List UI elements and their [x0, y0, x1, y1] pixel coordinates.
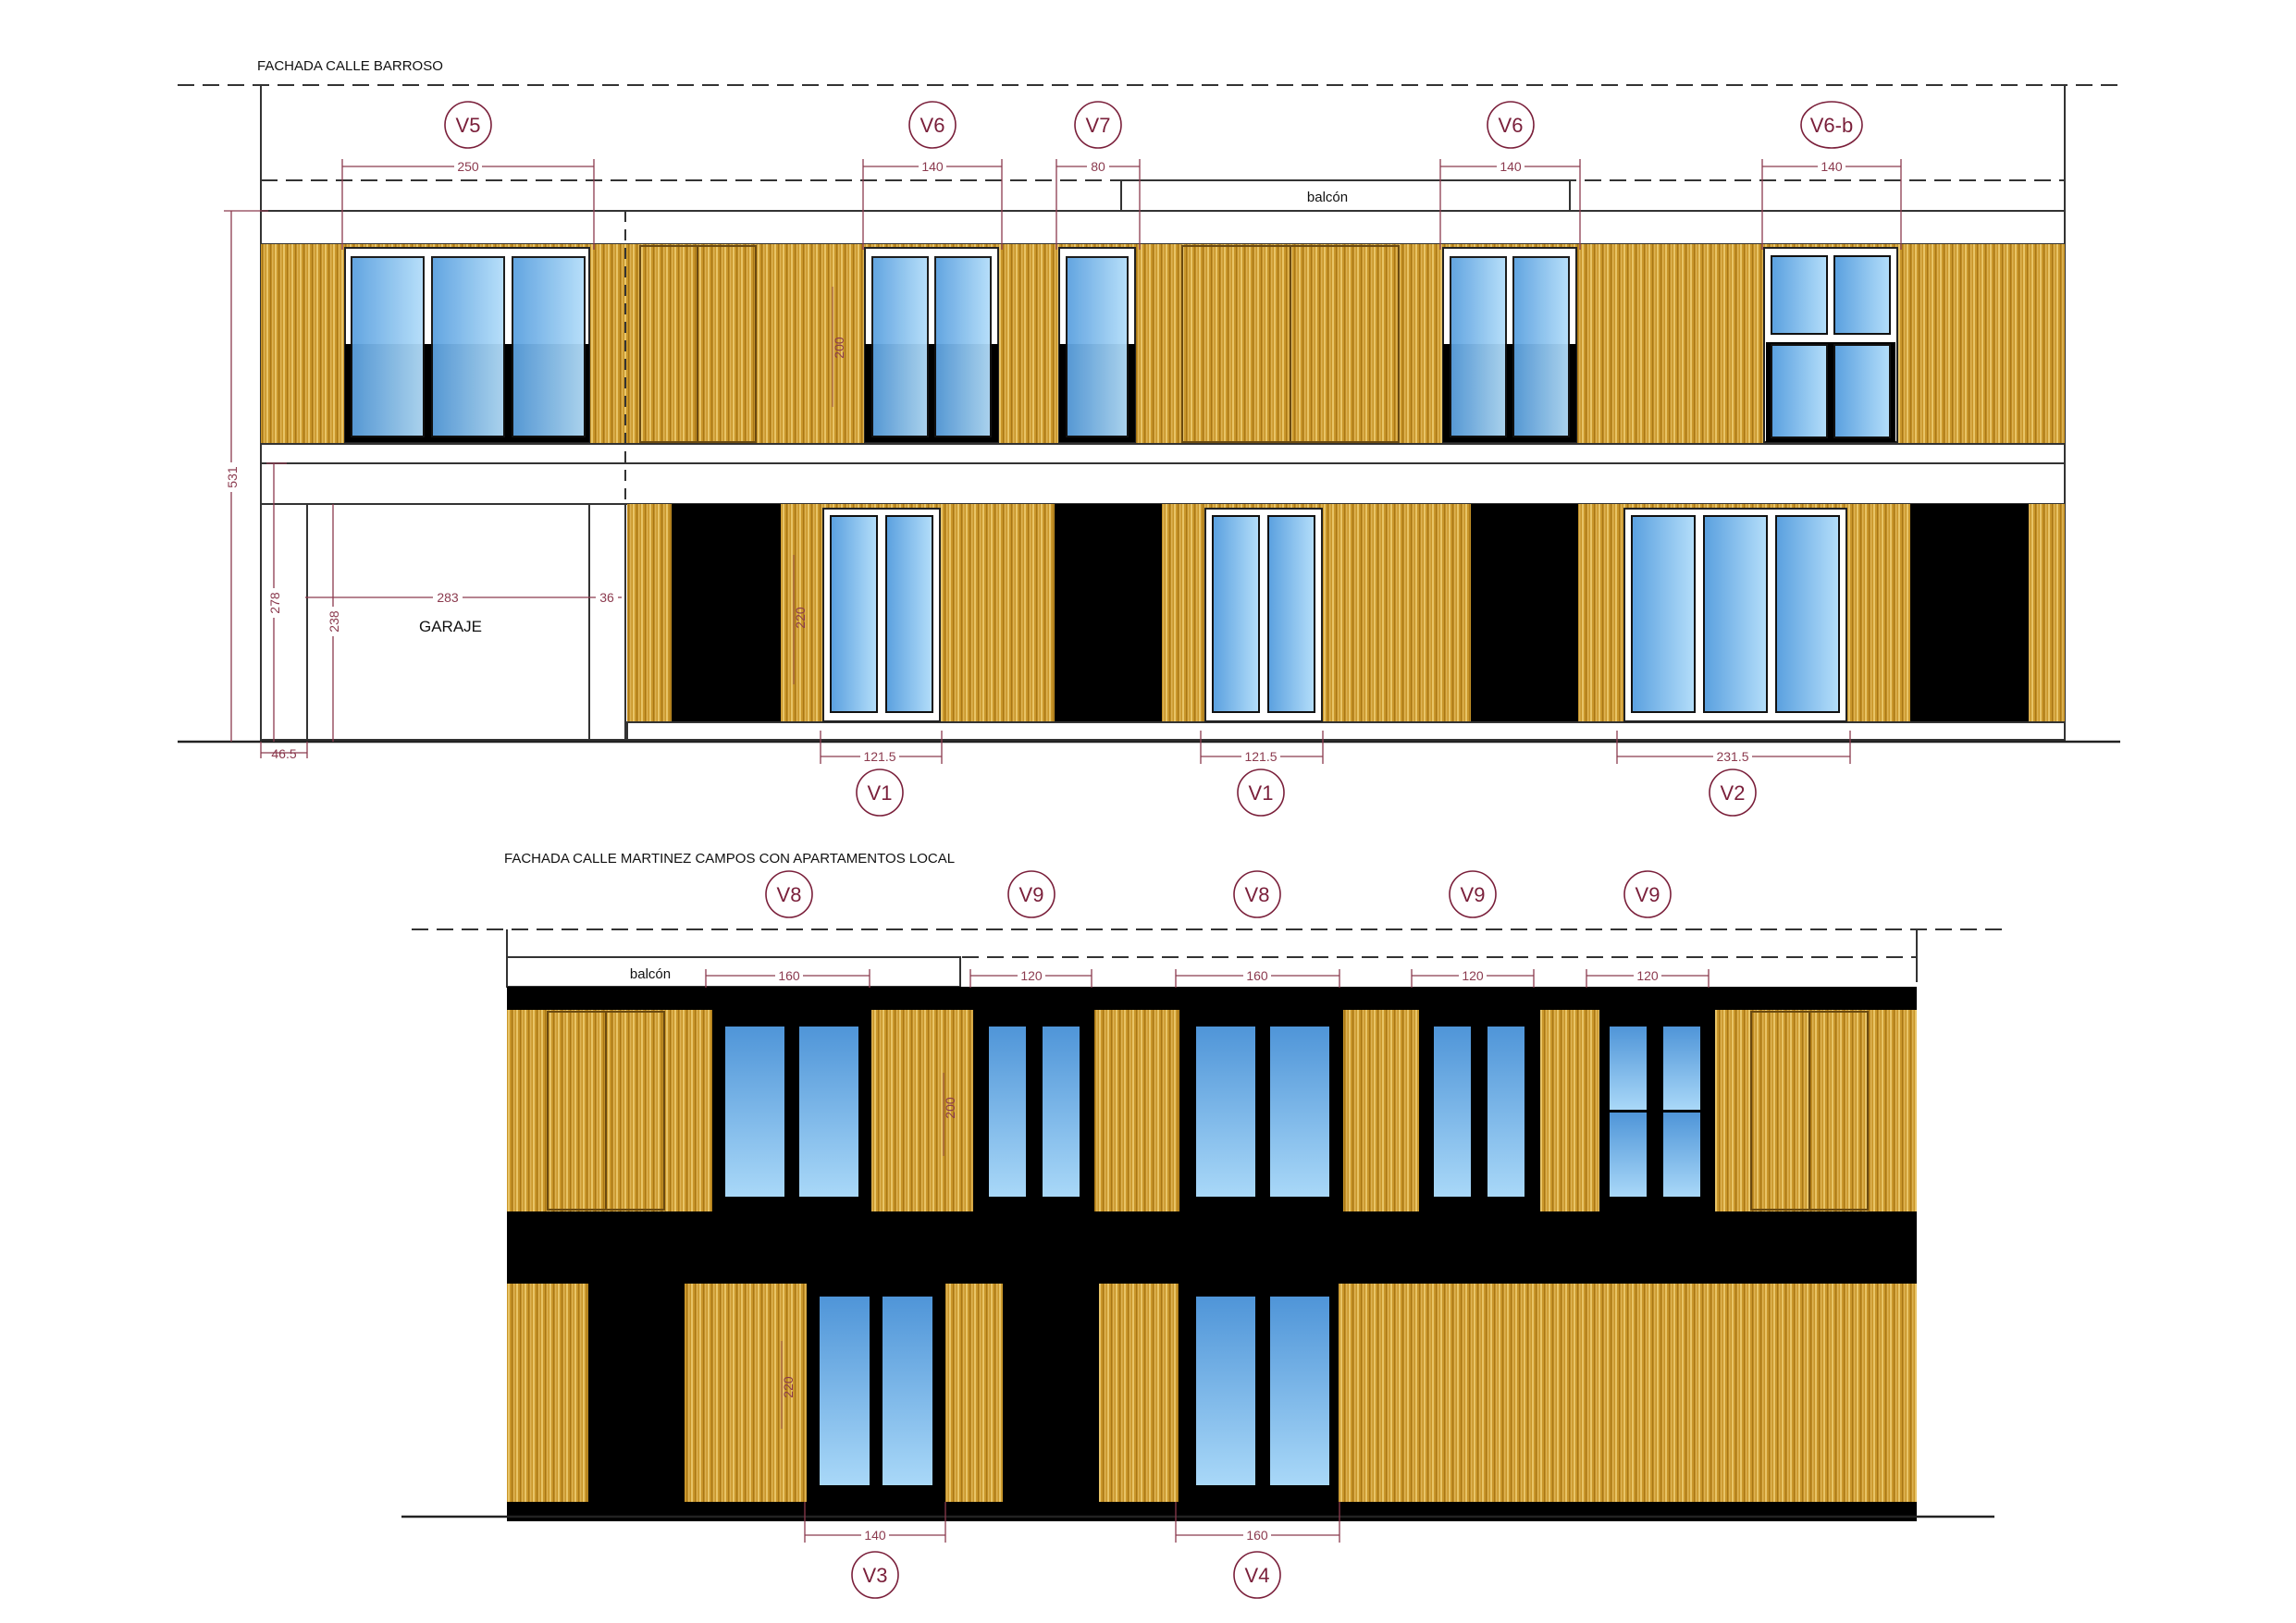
window-v5: [344, 247, 590, 443]
garage-area: [260, 503, 626, 741]
dim-label: 120: [1636, 968, 1659, 983]
window-tag: V2: [1721, 781, 1746, 805]
window-v6: [864, 247, 999, 443]
window-v9-pane: [1043, 1027, 1080, 1197]
window-v4-pane: [1270, 1297, 1329, 1485]
window-v4-pane: [1196, 1297, 1255, 1485]
dim-label: 120: [1462, 968, 1484, 983]
window-tag: V6: [920, 114, 945, 137]
upper-slab: [260, 210, 2066, 245]
dark-opening: [672, 504, 781, 722]
dim-label: 140: [864, 1528, 886, 1543]
dim-label: 231.5: [1716, 749, 1748, 764]
window-v8-pane: [725, 1027, 784, 1197]
mid-slab: [260, 462, 2066, 505]
window-v6-b: [1763, 247, 1898, 443]
dim-label: 220: [781, 1376, 796, 1398]
window-tag: V1: [868, 781, 893, 805]
balcony-label: balcón: [1307, 190, 1348, 205]
wood-panel: [1343, 1010, 1419, 1211]
window-v9-pane: [1663, 1027, 1700, 1110]
window-v9-pane: [1487, 1027, 1524, 1197]
dark-opening: [1055, 504, 1162, 722]
dark-opening: [1910, 504, 2029, 722]
wood-panel: [1094, 1010, 1179, 1211]
window-tag: V9: [1636, 883, 1660, 906]
garage-label: GARAJE: [419, 618, 482, 635]
dim-label: 36: [599, 590, 614, 605]
elevation-1-title: FACHADA CALLE BARROSO: [257, 58, 443, 74]
window-v3-pane: [883, 1297, 932, 1485]
wood-panel: [1339, 1284, 1917, 1502]
window-tag: V6: [1499, 114, 1524, 137]
dark-opening: [1471, 504, 1578, 722]
dim-label: 238: [327, 610, 341, 633]
dim-label: 200: [943, 1097, 957, 1119]
dim-label: 140: [921, 159, 944, 174]
window-tag: V6-b: [1810, 114, 1853, 137]
window-v7: [1058, 247, 1136, 443]
dim-label: 140: [1500, 159, 1522, 174]
elevation-2-title: FACHADA CALLE MARTINEZ CAMPOS CON APARTA…: [504, 851, 955, 867]
balcony-box: [506, 956, 961, 988]
window-v9-pane: [989, 1027, 1026, 1197]
window-v1: [1204, 508, 1323, 722]
wood-panel: [685, 1284, 807, 1502]
window-v9-pane: [1610, 1027, 1647, 1110]
dim-label: 121.5: [1244, 749, 1277, 764]
dim-label: 220: [793, 607, 808, 629]
window-tag: V4: [1245, 1564, 1270, 1587]
window-tag-circles: [856, 768, 1757, 817]
dim-label: 120: [1020, 968, 1043, 983]
dim-label: 160: [778, 968, 800, 983]
balcony-label: balcón: [630, 966, 671, 982]
dim-label: 278: [267, 592, 282, 614]
window-v8-pane: [1196, 1027, 1255, 1197]
window-v3-pane: [820, 1297, 870, 1485]
window-v8-pane: [799, 1027, 858, 1197]
dim-label: 250: [457, 159, 479, 174]
window-tag: V3: [863, 1564, 888, 1587]
window-tag: V5: [456, 114, 481, 137]
mid-slab-top: [260, 443, 2066, 464]
dim-label: 46.5: [271, 746, 296, 761]
window-v9-pane: [1663, 1113, 1700, 1197]
dim-label: 160: [1246, 968, 1268, 983]
balcony-box: [1120, 179, 1571, 212]
window-v9-pane: [1610, 1113, 1647, 1197]
dim-label: 200: [832, 337, 846, 359]
window-tag: V7: [1086, 114, 1111, 137]
window-tag: V9: [1461, 883, 1486, 906]
closed-shutter: [1181, 245, 1400, 443]
wood-panel: [871, 1010, 973, 1211]
dim-label: 160: [1246, 1528, 1268, 1543]
closed-shutter: [639, 245, 757, 443]
window-tag: V8: [1245, 883, 1270, 906]
elevation-barroso: FACHADA CALLE BARROSO balcón: [178, 58, 2123, 817]
dim-label: 283: [437, 590, 459, 605]
window-v2: [1623, 508, 1847, 722]
wood-panel: [945, 1284, 1003, 1502]
window-v8-pane: [1270, 1027, 1329, 1197]
window-v9-pane: [1434, 1027, 1471, 1197]
elevation-martinez-campos: FACHADA CALLE MARTINEZ CAMPOS CON APARTA…: [401, 851, 2007, 1599]
plinth: [626, 721, 2066, 741]
window-v1: [822, 508, 941, 722]
dim-label: 80: [1091, 159, 1105, 174]
dim-label: 140: [1821, 159, 1843, 174]
window-tag: V1: [1249, 781, 1274, 805]
window-tag-circles: [444, 101, 1863, 149]
window-tag: V8: [777, 883, 802, 906]
window-tag: V9: [1019, 883, 1044, 906]
wood-panel: [1540, 1010, 1599, 1211]
window-tag-circles: [851, 1551, 1281, 1599]
wood-panel: [507, 1284, 588, 1502]
window-tag-circles: [765, 870, 1672, 918]
wood-panel: [1099, 1284, 1179, 1502]
dim-label: 531: [225, 466, 240, 488]
dim-label: 121.5: [863, 749, 895, 764]
window-v6: [1442, 247, 1577, 443]
